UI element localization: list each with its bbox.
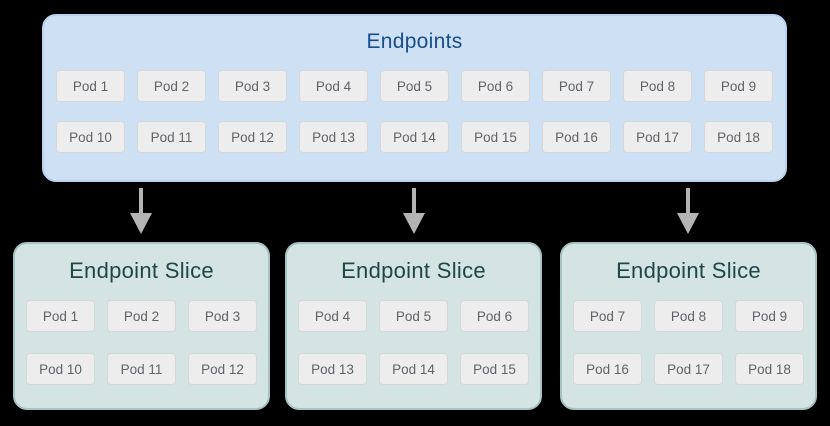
slice-1-pod-row-2: Pod 10 Pod 11 Pod 12 xyxy=(15,353,268,385)
pod: Pod 15 xyxy=(460,353,529,385)
pod: Pod 17 xyxy=(654,353,723,385)
pod: Pod 6 xyxy=(460,300,529,332)
slice-3-pod-row-1: Pod 7 Pod 8 Pod 9 xyxy=(562,300,815,332)
pod: Pod 13 xyxy=(298,353,367,385)
pod: Pod 1 xyxy=(56,70,125,102)
pod: Pod 10 xyxy=(26,353,95,385)
pod: Pod 2 xyxy=(107,300,176,332)
slice-1-pod-row-1: Pod 1 Pod 2 Pod 3 xyxy=(15,300,268,332)
pod: Pod 15 xyxy=(461,121,530,153)
slice-3-pod-row-2: Pod 16 Pod 17 Pod 18 xyxy=(562,353,815,385)
arrow-head xyxy=(130,213,152,234)
down-arrow-icon xyxy=(677,188,699,234)
pod: Pod 8 xyxy=(654,300,723,332)
pod: Pod 11 xyxy=(107,353,176,385)
pod: Pod 11 xyxy=(137,121,206,153)
pod: Pod 14 xyxy=(380,121,449,153)
pod: Pod 18 xyxy=(704,121,773,153)
pod: Pod 3 xyxy=(218,70,287,102)
pod: Pod 16 xyxy=(573,353,642,385)
arrow-stem xyxy=(686,188,690,213)
endpoints-pod-row-2: Pod 10 Pod 11 Pod 12 Pod 13 Pod 14 Pod 15 Pod … xyxy=(44,121,785,153)
arrow-stem xyxy=(412,188,416,213)
down-arrow-icon xyxy=(403,188,425,234)
pod: Pod 4 xyxy=(298,300,367,332)
endpoints-title: Endpoints xyxy=(366,30,463,53)
pod: Pod 5 xyxy=(380,70,449,102)
pod: Pod 9 xyxy=(704,70,773,102)
pod: Pod 4 xyxy=(299,70,368,102)
slice-2-pod-row-1: Pod 4 Pod 5 Pod 6 xyxy=(287,300,540,332)
pod: Pod 3 xyxy=(188,300,257,332)
pod: Pod 1 xyxy=(26,300,95,332)
endpoint-slice-title: Endpoint Slice xyxy=(69,258,214,283)
arrow-head xyxy=(677,213,699,234)
pod: Pod 12 xyxy=(188,353,257,385)
pod: Pod 13 xyxy=(299,121,368,153)
pod: Pod 17 xyxy=(623,121,692,153)
pod: Pod 12 xyxy=(218,121,287,153)
pod: Pod 10 xyxy=(56,121,125,153)
endpoint-slice-title: Endpoint Slice xyxy=(341,258,486,283)
pod: Pod 6 xyxy=(461,70,530,102)
endpoint-slice-title: Endpoint Slice xyxy=(616,258,761,283)
pod: Pod 7 xyxy=(573,300,642,332)
pod: Pod 16 xyxy=(542,121,611,153)
arrow-stem xyxy=(139,188,143,213)
down-arrow-icon xyxy=(130,188,152,234)
endpoints-box: Endpoints Pod 1 Pod 2 Pod 3 Pod 4 Pod 5 Pod 6… xyxy=(42,14,787,182)
pod: Pod 8 xyxy=(623,70,692,102)
pod: Pod 18 xyxy=(735,353,804,385)
pod: Pod 7 xyxy=(542,70,611,102)
pod: Pod 5 xyxy=(379,300,448,332)
arrow-head xyxy=(403,213,425,234)
pod: Pod 2 xyxy=(137,70,206,102)
pod: Pod 9 xyxy=(735,300,804,332)
slice-2-pod-row-2: Pod 13 Pod 14 Pod 15 xyxy=(287,353,540,385)
pod: Pod 14 xyxy=(379,353,448,385)
endpoints-pod-row-1: Pod 1 Pod 2 Pod 3 Pod 4 Pod 5 Pod 6 Pod 7 Pod 8… xyxy=(44,70,785,102)
